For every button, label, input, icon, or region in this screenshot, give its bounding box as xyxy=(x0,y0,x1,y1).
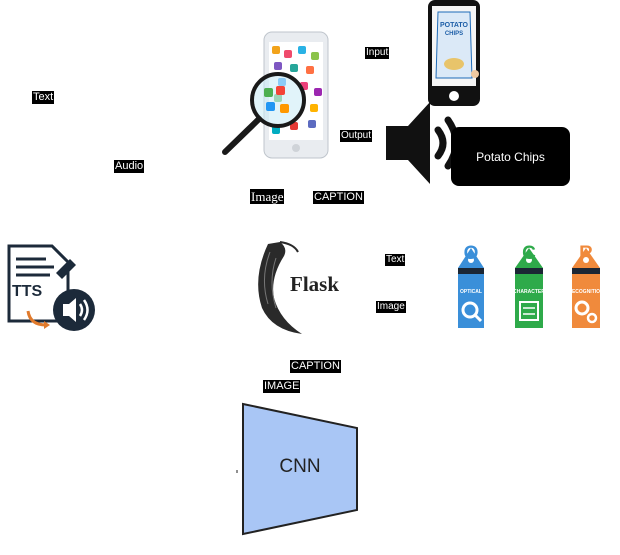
phone-photo: POTATO CHIPS xyxy=(427,0,481,106)
flask-horn-icon xyxy=(258,241,302,334)
output-result-box: Potato Chips xyxy=(451,127,570,186)
input-label: Input xyxy=(365,47,390,59)
phone-apps-icon xyxy=(222,31,329,159)
cnn-block: CNN xyxy=(236,402,362,536)
text-label-right: Text xyxy=(385,254,406,266)
app-search-illustration xyxy=(220,28,335,160)
ocr-letter-c: C xyxy=(522,243,536,264)
ocr-word-c: CHARACTER xyxy=(513,289,545,295)
tts-illustration: TTS xyxy=(6,243,98,333)
flask-logo: Flask xyxy=(250,238,350,336)
ocr-word-r: RECOGNITION xyxy=(568,289,604,295)
output-result-text: Potato Chips xyxy=(476,149,545,164)
chips-brand-line1: POTATO xyxy=(440,22,468,29)
audio-label: Audio xyxy=(114,160,145,173)
cnn-label: CNN xyxy=(279,456,321,477)
ocr-illustration: O OPTICAL C CHARACTER R RECOGNITION xyxy=(440,240,620,332)
image-label-center: Image xyxy=(250,189,285,204)
caption-label-top: CAPTION xyxy=(313,191,364,204)
image-label-mid: IMAGE xyxy=(263,380,301,393)
ocr-tag-c: C CHARACTER xyxy=(511,244,547,328)
ocr-letter-o: O xyxy=(463,243,479,264)
document-tag-icon xyxy=(515,248,543,328)
camera-phone-icon xyxy=(428,0,480,106)
ocr-word-o: OPTICAL xyxy=(460,289,482,295)
output-label: Output xyxy=(340,130,373,142)
gears-tag-icon xyxy=(572,248,600,328)
ocr-tag-r: R RECOGNITION xyxy=(568,244,604,328)
cnn-trapezoid xyxy=(236,402,358,536)
image-label-right: Image xyxy=(376,301,406,313)
flask-wordmark: Flask xyxy=(290,272,340,296)
tts-icon xyxy=(7,244,95,331)
text-label-left: Text xyxy=(32,91,55,104)
magnifier-tag-icon xyxy=(458,248,484,328)
tts-icon-label: TTS xyxy=(12,283,43,300)
chips-brand-line2: CHIPS xyxy=(444,31,464,37)
ocr-letter-r: R xyxy=(579,243,593,264)
ocr-tag-o: O OPTICAL xyxy=(454,244,488,328)
caption-label-mid: CAPTION xyxy=(290,360,341,373)
